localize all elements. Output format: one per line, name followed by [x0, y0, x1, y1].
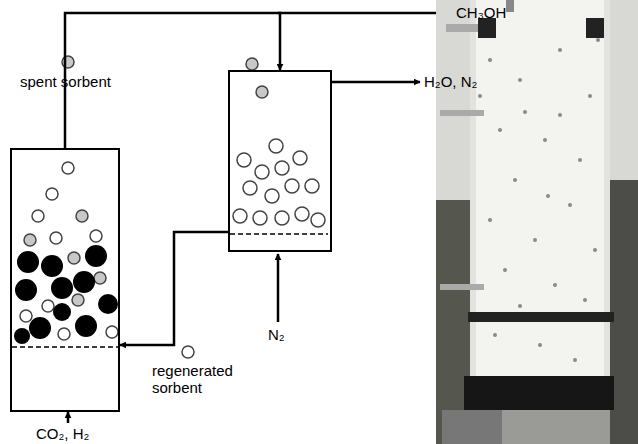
stream-label: spent sorbent — [20, 73, 111, 90]
offgas-label: H₂O, N₂ — [424, 73, 477, 90]
catalyst-particles — [14, 245, 118, 344]
product-label: CH₃OH — [456, 4, 506, 21]
reactor-vessel — [10, 148, 120, 412]
regenerator-vessel — [228, 70, 332, 252]
spent-particle — [246, 58, 258, 70]
offgas-line — [332, 81, 420, 84]
sorbent-flow — [120, 232, 228, 345]
feed-label: N₂ — [268, 326, 285, 343]
regen-particle — [182, 346, 194, 358]
n2-feed — [277, 254, 280, 322]
particles — [20, 162, 118, 340]
particles — [233, 86, 325, 227]
feed-line — [67, 412, 70, 423]
distributor — [230, 233, 328, 235]
stream-label: regenerated sorbent — [152, 362, 244, 397]
distributor — [12, 346, 118, 348]
reactor-photo — [436, 0, 638, 444]
feed-label: CO₂, H₂ — [36, 425, 89, 442]
product-line — [278, 12, 452, 15]
